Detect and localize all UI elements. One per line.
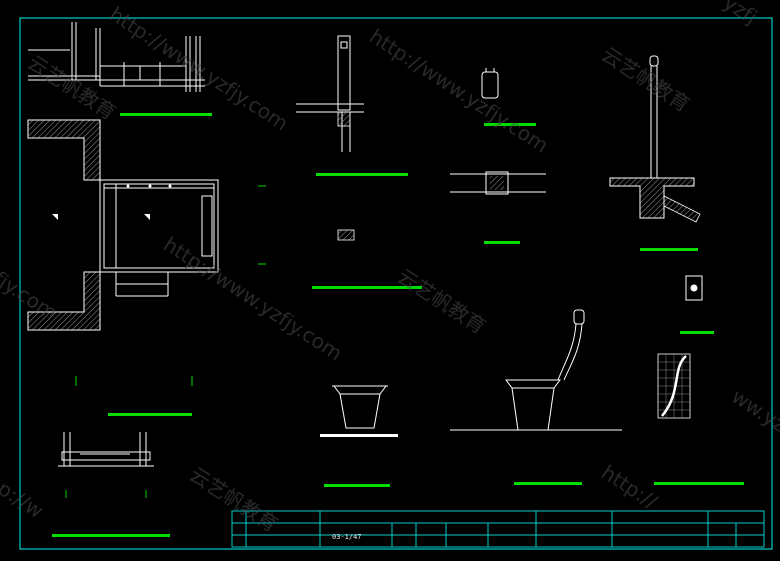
watermark-brand: 云艺帆教育 [185,462,282,537]
drawing-border [19,17,773,550]
label-bar-railing [120,113,212,116]
label-bar-planter [324,484,390,487]
planter-base [320,434,398,437]
label-bar-plate [680,331,714,334]
watermark-url: http://www.yzfjy.com [365,24,552,157]
label-bar-bench [52,534,170,537]
label-bar-grid [654,482,744,485]
dimension-ticks-bench [65,490,147,498]
label-bar-lamp [640,248,698,251]
plate-hole [690,284,698,292]
label-bar-planter-lamp [514,482,582,485]
label-bar-beam [484,241,520,244]
detail-plan-view [27,119,266,331]
label-bar-cap [484,123,536,126]
post-hatch-block [337,111,351,127]
detail-planter-lamp [450,309,622,431]
detail-bench-section [58,432,154,467]
watermark-brand: 云艺帆教育 [393,264,490,339]
footing-hatch [609,177,695,219]
footing-slope-hatch [663,195,701,223]
detail-cap [481,68,499,99]
detail-railing-elevation [28,22,205,92]
detail-plate [685,275,703,301]
watermark-url: http://www.yzfjy.com [159,232,346,365]
label-bar-tile [312,286,422,289]
label-bar-plan [108,413,192,416]
detail-small-tile [337,229,355,241]
label-bar-post [316,173,408,176]
detail-post-section [296,35,364,152]
watermark-brand: 云艺帆教育 [597,42,694,117]
detail-beam-connection [450,171,546,195]
title-block [231,510,765,548]
watermark-fragment: yzfj [719,0,761,29]
title-block-code: 03-1/47 [332,533,362,541]
beam-hatch [490,176,504,190]
watermark-fragment: p://w [0,476,48,523]
detail-grid-curve [657,353,691,419]
dimension-ticks [75,376,193,386]
watermark-fragment: http:// [597,460,662,514]
detail-planter [332,385,388,429]
